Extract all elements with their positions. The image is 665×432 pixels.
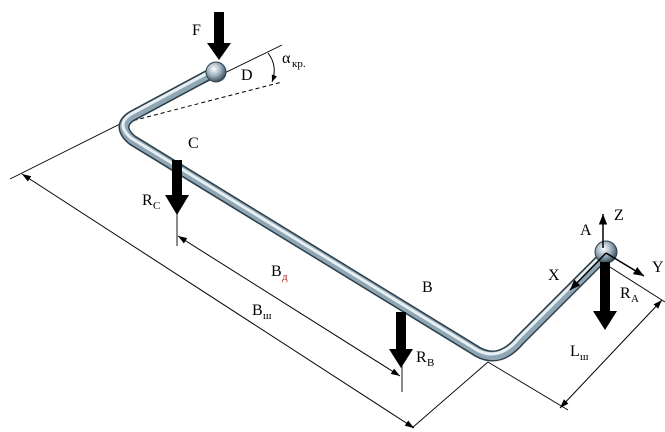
force-f-arrow: [207, 12, 231, 60]
label-alpha-sub: кр.: [292, 58, 306, 70]
label-bsh-sub: ш: [263, 310, 272, 322]
dimension-lines: [21, 173, 663, 429]
axis-x-arrow: [569, 252, 607, 291]
label-d: D: [241, 67, 253, 84]
neutral-dashed-line: [119, 81, 283, 125]
reaction-a-arrow: [593, 262, 617, 330]
label-rc-sub: C: [153, 200, 160, 212]
label-lsh: L: [570, 343, 580, 360]
force-arrows: [165, 12, 645, 368]
label-y: Y: [652, 259, 664, 276]
reaction-b-arrow: [389, 312, 413, 368]
label-lsh-sub: ш: [580, 351, 589, 363]
extension-lines: [9, 44, 665, 429]
label-rb-sub: B: [427, 357, 434, 369]
label-alpha: α: [282, 50, 291, 67]
stabilizer-rod: [118, 61, 618, 362]
label-a: A: [580, 222, 592, 239]
label-z: Z: [614, 207, 624, 224]
dim-line-bd: [177, 235, 401, 377]
label-rb: R: [416, 349, 427, 366]
angle-alpha-arc: [267, 52, 278, 83]
axis-y-arrow: [605, 252, 645, 277]
label-f: F: [192, 22, 201, 39]
label-b: B: [422, 279, 433, 296]
dim-line-lsh: [559, 299, 663, 409]
label-ra: R: [620, 285, 631, 302]
label-rc: R: [142, 192, 153, 209]
ball-joint-d: [205, 61, 227, 83]
label-ra-sub: A: [631, 293, 639, 305]
label-bd: B: [271, 263, 282, 280]
labels: F D α кр. C R C B д B B ш R B A Z X Y R …: [142, 22, 664, 369]
label-bd-sub: д: [282, 271, 288, 283]
dim-line-bsh: [21, 173, 415, 429]
label-c: C: [188, 135, 199, 152]
label-x: X: [548, 267, 560, 284]
ball-joint-a: [594, 240, 618, 264]
reaction-c-arrow: [165, 160, 189, 215]
label-bsh: B: [252, 302, 263, 319]
